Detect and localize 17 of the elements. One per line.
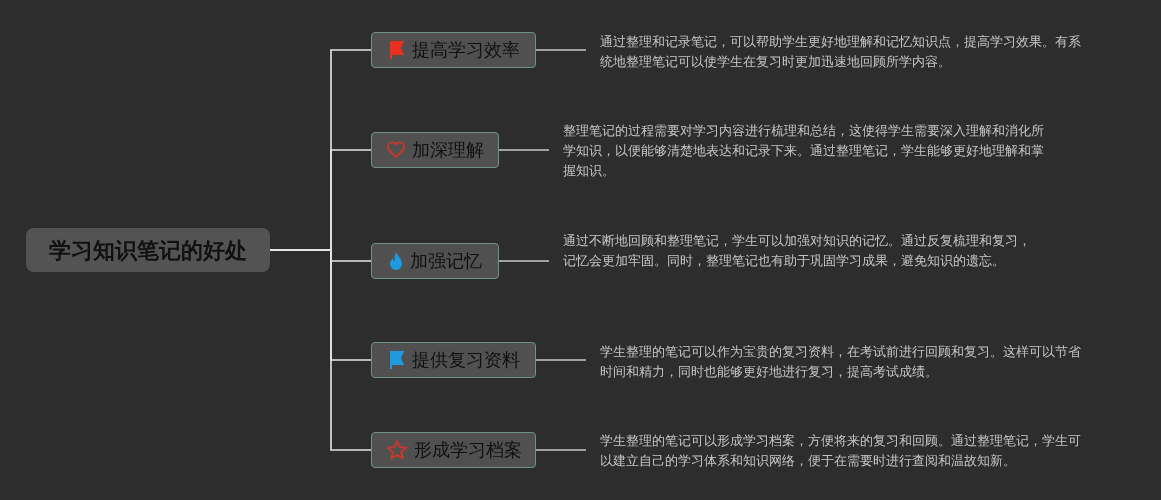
connector-line [535, 359, 587, 361]
root-topic-box: 学习知识笔记的好处 [26, 228, 270, 272]
topic-box: 加深理解 [371, 132, 499, 168]
description-text: 学生整理的笔记可以作为宝贵的复习资料，在考试前进行回顾和复习。这样可以节省时间和精力，同时也能够更好地进行复习，提高考试成绩。 [600, 343, 1082, 381]
topic-box: 加强记忆 [371, 243, 499, 279]
description-text: 通过不断地回顾和整理笔记，学生可以加强对知识的记忆。通过反复梳理和复习，记忆会更加牢固。同时，整理笔记也有助于巩固学习成果，避免知识的遗忘。 [563, 232, 1032, 270]
topic-box: 提供复习资料 [371, 342, 536, 378]
connector-line [535, 49, 587, 51]
description-text: 通过整理和记录笔记，可以帮助学生更好地理解和记忆知识点，提高学习效果。有系统地整理笔记可以使学生在复习时更加迅速地回顾所学内容。 [600, 33, 1082, 71]
connector-line [498, 149, 550, 151]
connector-line [269, 249, 372, 451]
connector-line [498, 260, 550, 262]
topic-box: 提高学习效率 [371, 32, 536, 68]
connector-line [535, 449, 587, 451]
description-text: 学生整理的笔记可以形成学习档案，方便将来的复习和回顾。通过整理笔记，学生可以建立自己的学习体系和知识网络，便于在需要时进行查阅和温故知新。 [600, 432, 1082, 470]
description-text: 整理笔记的过程需要对学习内容进行梳理和总结，这使得学生需要深入理解和消化所学知识，以便能够清楚地表达和记录下来。通过整理笔记，学生能够更好地理解和掌握知识。 [563, 122, 1045, 180]
topic-box: 形成学习档案 [371, 432, 536, 468]
